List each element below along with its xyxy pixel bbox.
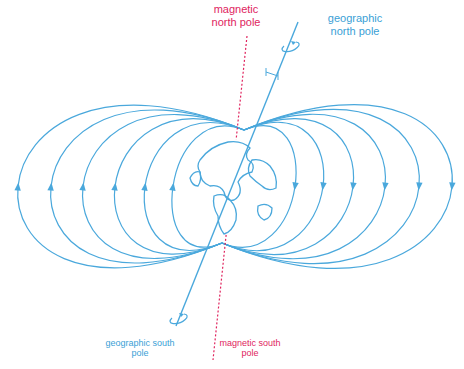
magnetic-pole-label: magnetic north pole: [203, 3, 269, 28]
globe: [186, 139, 280, 234]
field-lines: [14, 105, 455, 269]
rotation-arrow-head: [291, 41, 296, 45]
field-arrow: [449, 182, 455, 190]
geographic-axis: [176, 22, 298, 326]
rotation-arrow: [170, 314, 187, 324]
geographic-pole-label: geographic north pole: [318, 12, 392, 37]
field-arrow: [292, 182, 298, 190]
field-arrow: [141, 183, 147, 191]
field-arrow: [320, 182, 326, 190]
angle-marker: [266, 68, 267, 76]
field-arrow: [350, 182, 356, 190]
field-arrow: [416, 182, 422, 190]
rotation-arrow-head: [179, 313, 184, 317]
field-arrow: [47, 183, 53, 191]
field-arrow: [382, 182, 388, 190]
magnetic-pole-label: magnetic south pole: [218, 338, 282, 359]
field-arrow: [79, 183, 85, 191]
angle-marker: [278, 72, 279, 80]
angle-marker: [266, 72, 278, 76]
geographic-pole-label: geographic south pole: [104, 338, 176, 359]
field-arrow: [14, 183, 20, 191]
field-arrow: [111, 183, 117, 191]
field-arrow: [169, 183, 175, 191]
rotation-arrow: [282, 42, 299, 52]
